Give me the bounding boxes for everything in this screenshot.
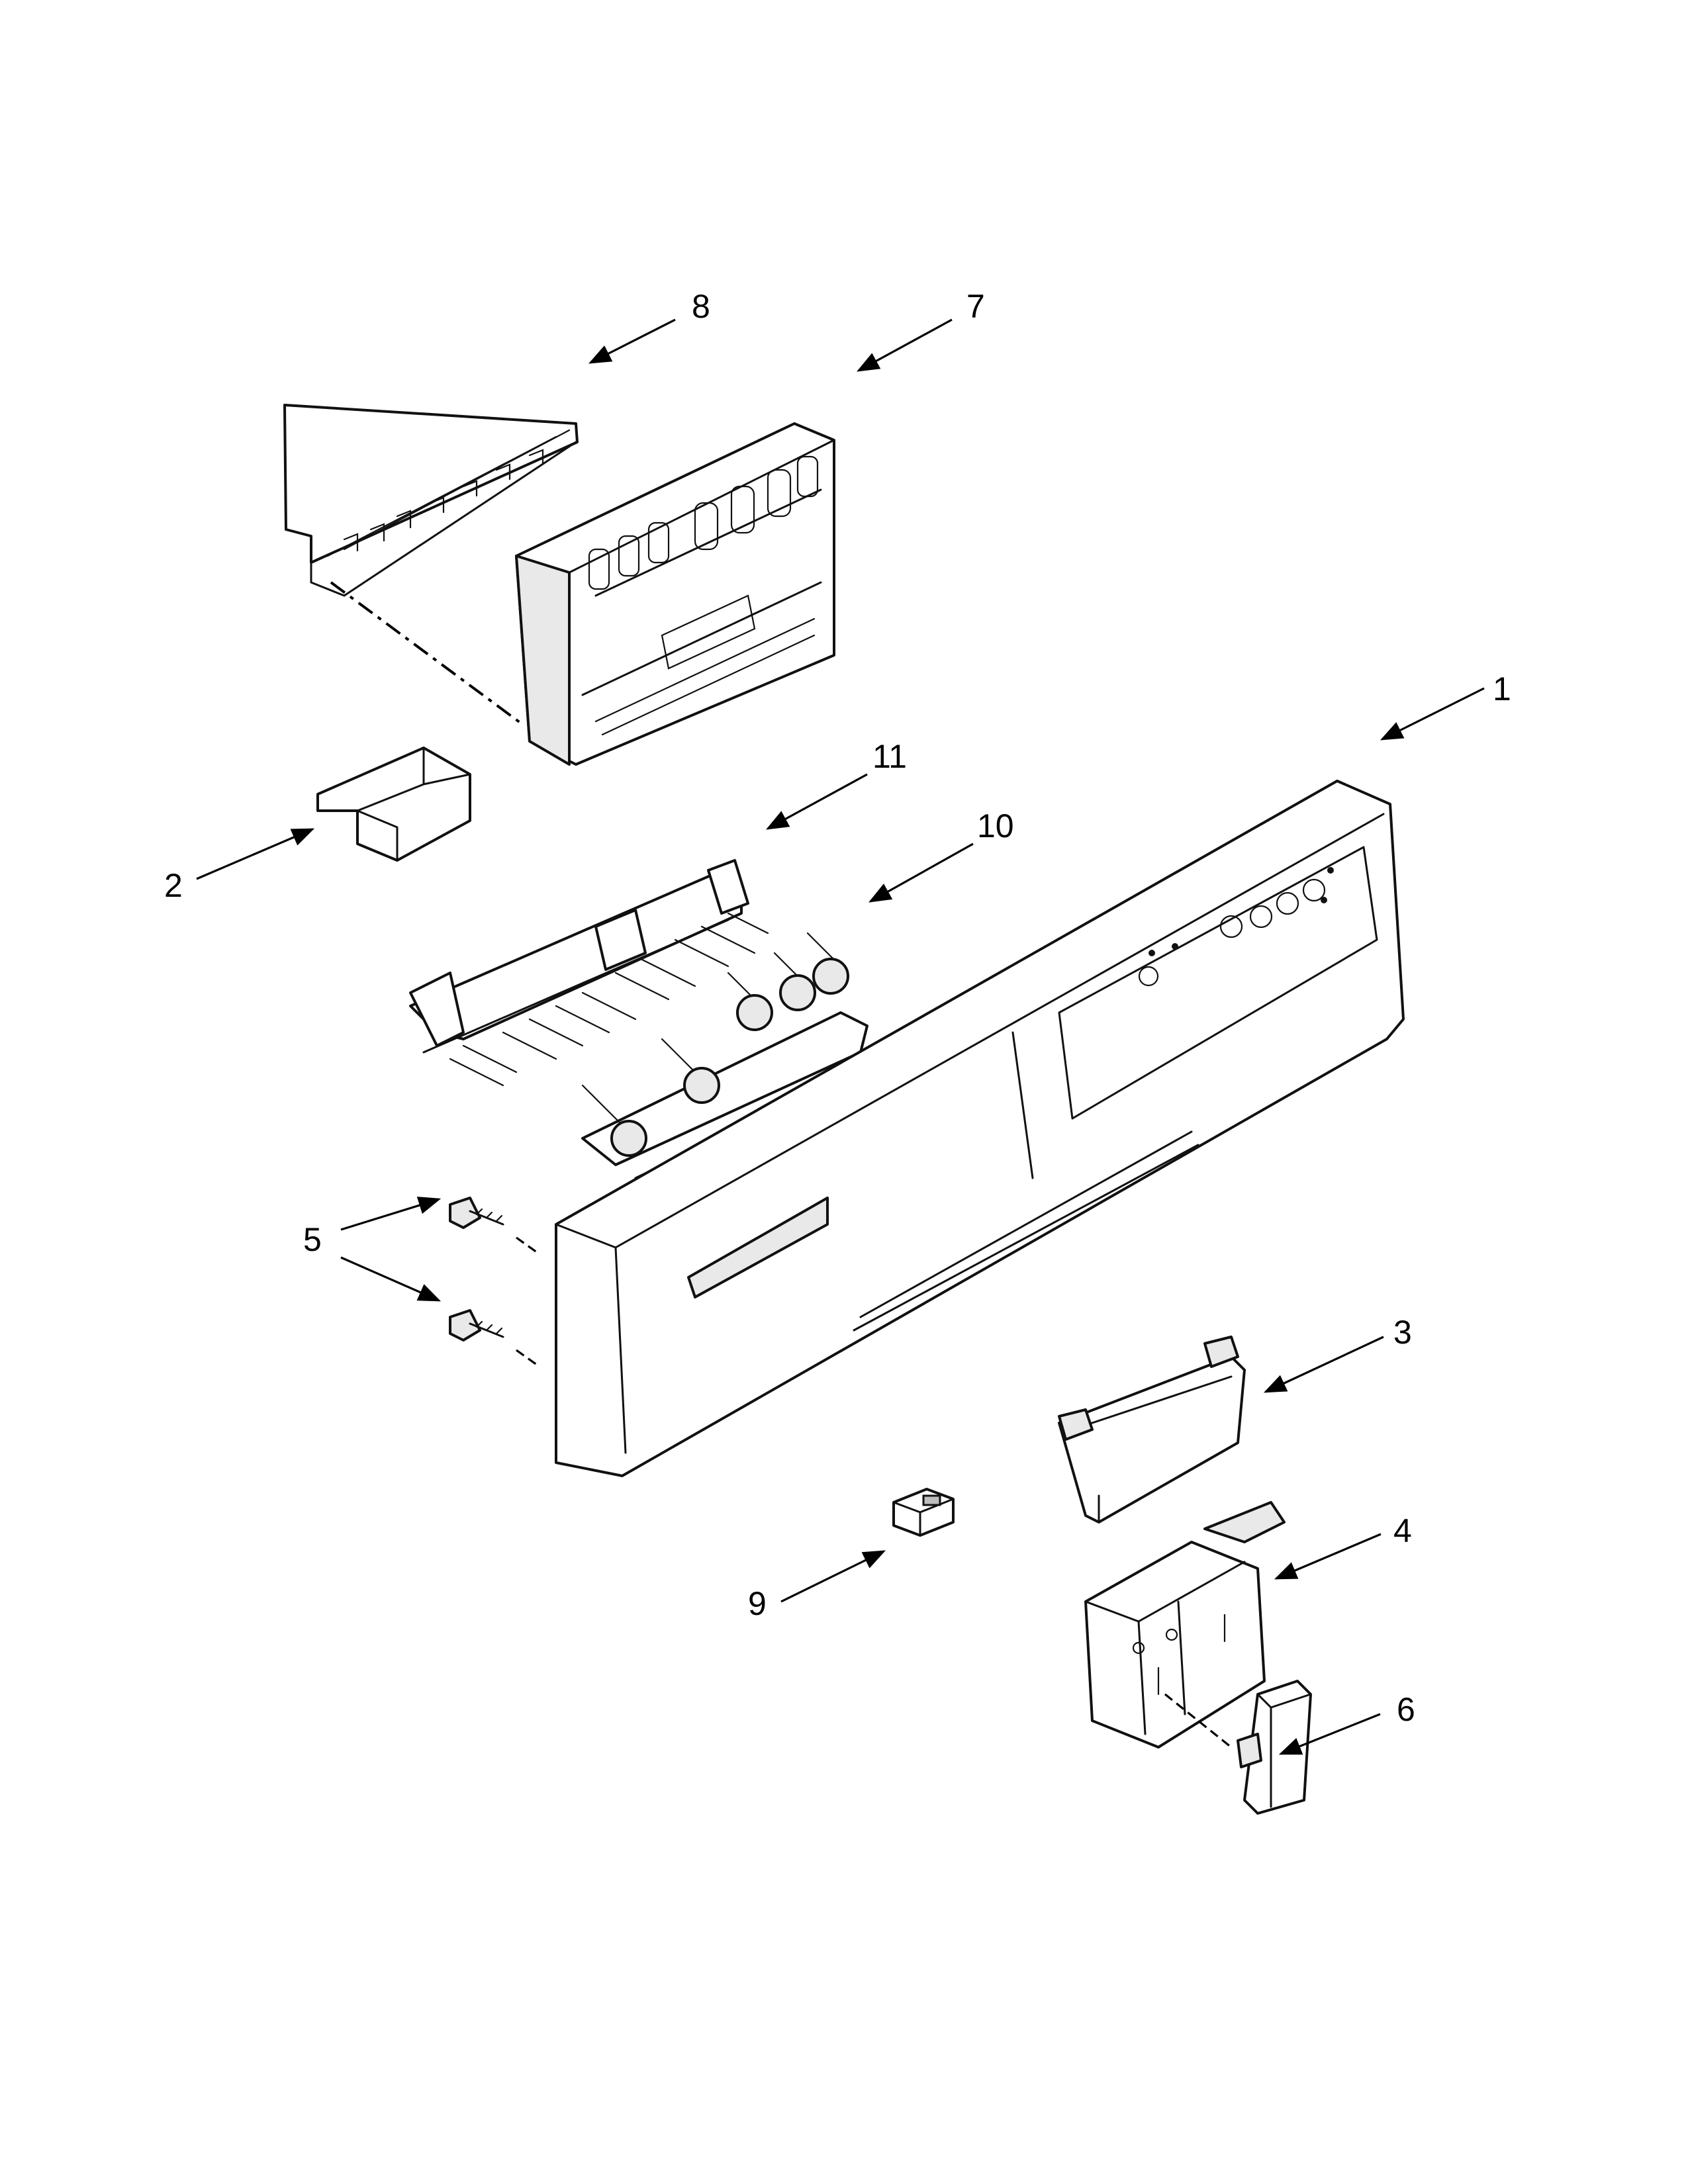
part-2-cover [316, 747, 471, 862]
leader-arrows [196, 318, 1485, 1755]
callout-1: 1 [1493, 670, 1511, 707]
part-8-harness-bracket [283, 404, 579, 597]
alignment-line-8-7 [330, 581, 524, 726]
callout-7: 7 [966, 288, 985, 325]
part-1-console-panel [555, 780, 1405, 1477]
callout-6: 6 [1397, 1691, 1415, 1728]
callout-10: 10 [977, 807, 1014, 844]
callout-9: 9 [748, 1585, 767, 1622]
part-7-control-board [515, 422, 835, 766]
part-3-handle-bracket [1058, 1336, 1246, 1524]
part-4-door-latch [1084, 1501, 1286, 1749]
callout-labels: 8 7 1 11 10 2 5 3 4 9 6 [164, 288, 1511, 1728]
callout-4: 4 [1393, 1512, 1412, 1549]
callout-11: 11 [872, 738, 907, 775]
callout-2: 2 [164, 867, 183, 904]
callout-3: 3 [1393, 1314, 1412, 1351]
callout-5: 5 [303, 1221, 322, 1258]
part-5-screws [449, 1197, 540, 1368]
callout-8: 8 [692, 288, 710, 325]
part-9-small-switch [892, 1488, 955, 1537]
part-6-latch-clip [1237, 1680, 1312, 1815]
part-11-switch-rail [409, 859, 769, 1087]
